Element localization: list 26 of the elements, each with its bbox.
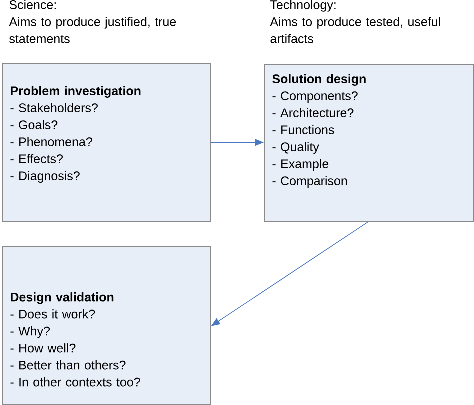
caption-text: Technology: bbox=[270, 0, 336, 12]
node-label: - How well? bbox=[10, 344, 76, 353]
node-label: Design validation bbox=[11, 292, 114, 304]
caption-text: Aims to produce justified, true statements bbox=[9, 17, 176, 44]
process-box bbox=[2, 246, 212, 405]
node-label: - Components? bbox=[272, 92, 358, 103]
node-label: - Stakeholders? bbox=[10, 103, 98, 113]
node-label: - Example bbox=[272, 159, 329, 171]
node-label: Problem investigation bbox=[11, 86, 141, 98]
caption-text: Aims to produce tested, useful artifacts bbox=[270, 17, 440, 44]
node-label: - Does it work? bbox=[10, 310, 96, 319]
process-box bbox=[264, 64, 474, 222]
node-label: - In other contexts too? bbox=[10, 378, 140, 387]
node-label: Solution design bbox=[272, 74, 366, 86]
process-box bbox=[2, 63, 212, 222]
node-label: - Comparison bbox=[272, 176, 348, 188]
node-label: - Phenomena? bbox=[10, 137, 92, 147]
node-label: - Effects? bbox=[10, 154, 64, 164]
node-label: - Better than others? bbox=[10, 360, 126, 370]
node-label: - Why? bbox=[10, 326, 50, 338]
node-label: - Diagnosis? bbox=[10, 171, 80, 183]
node-label: - Functions bbox=[272, 125, 334, 135]
node-label: - Quality bbox=[272, 142, 320, 154]
node-label: - Goals? bbox=[10, 120, 58, 130]
node-label: - Architecture? bbox=[272, 108, 354, 118]
caption-text: Science: bbox=[10, 0, 56, 10]
